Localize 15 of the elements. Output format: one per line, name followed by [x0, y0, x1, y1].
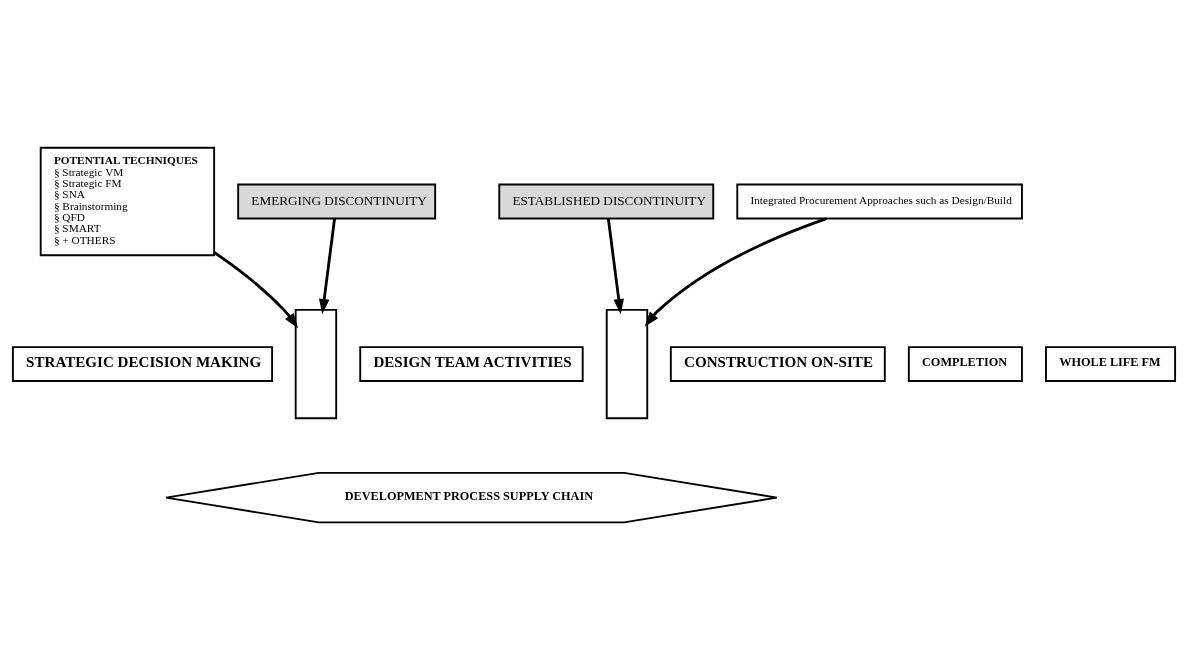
node-box: STRATEGIC DECISION MAKING [11, 345, 274, 382]
node-box: ESTABLISHED DISCONTINUITY [498, 183, 715, 219]
node-box: COMPLETION [907, 345, 1023, 382]
node-box: POTENTIAL TECHNIQUES § Strategic VM § Strategic FM § SNA § Brainstorming § QFD § SMART § + OTHERS [39, 146, 216, 256]
arrow [644, 216, 827, 327]
arrow [606, 218, 624, 314]
arrow [213, 250, 299, 328]
node-bar [605, 308, 649, 419]
node-box: Integrated Procurement Approaches such as Design/Build [736, 183, 1023, 219]
node-box: CONSTRUCTION ON-SITE [669, 345, 886, 382]
node-box: WHOLE LIFE FM [1045, 345, 1177, 382]
node-box: EMERGING DISCONTINUITY [237, 183, 437, 219]
node-box: DESIGN TEAM ACTIVITIES [359, 345, 584, 382]
arrow [318, 218, 336, 314]
node-bar [294, 308, 338, 419]
